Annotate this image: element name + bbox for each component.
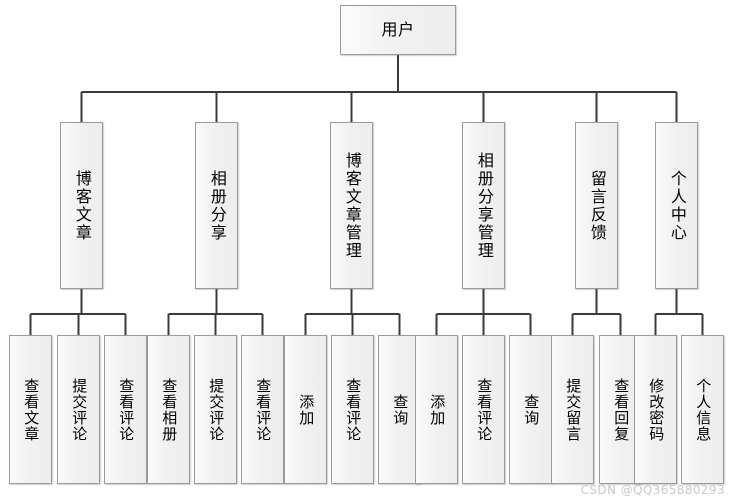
node-personal-center[interactable]: 个人中心 (655, 122, 698, 289)
node-personal-center-label: 个人中心 (667, 169, 687, 242)
leaf-view-album[interactable]: 查看相册 (147, 335, 190, 484)
leaf-add-blog[interactable]: 添加 (284, 335, 327, 484)
node-blog-article-management-label: 博客文章管理 (342, 151, 362, 260)
leaf-view-article[interactable]: 查看文章 (9, 335, 52, 484)
leaf-personal-info[interactable]: 个人信息 (681, 335, 724, 484)
leaf-view-album-label: 查看相册 (160, 377, 179, 442)
csdn-watermark: CSDN @QQ365880293 (580, 483, 725, 497)
node-album-sharing-management-label: 相册分享管理 (474, 151, 494, 260)
leaf-personal-info-label: 个人信息 (694, 377, 713, 442)
leaf-submit-comment-blog[interactable]: 提交评论 (57, 335, 100, 484)
node-blog-articles[interactable]: 博客文章 (60, 122, 103, 289)
leaf-view-comment-blog-mgmt[interactable]: 查看评论 (331, 335, 374, 484)
leaf-submit-comment-album-label: 提交评论 (207, 377, 226, 442)
leaf-submit-comment-blog-label: 提交评论 (70, 377, 89, 442)
leaf-submit-message-label: 提交留言 (564, 377, 583, 442)
leaf-submit-comment-album[interactable]: 提交评论 (194, 335, 237, 484)
leaf-query-album[interactable]: 查询 (509, 335, 552, 484)
leaf-view-comment-album-label: 查看评论 (254, 377, 273, 442)
leaf-view-comment-album[interactable]: 查看评论 (241, 335, 284, 484)
node-blog-articles-label: 博客文章 (72, 169, 92, 242)
leaf-submit-message[interactable]: 提交留言 (551, 335, 594, 484)
leaf-query-album-label: 查询 (522, 393, 541, 426)
leaf-add-album-label: 添加 (428, 393, 447, 426)
leaf-add-album[interactable]: 添加 (415, 335, 458, 484)
leaf-view-comment-album-mgmt[interactable]: 查看评论 (462, 335, 505, 484)
node-message-feedback-label: 留言反馈 (587, 169, 607, 242)
node-blog-article-management[interactable]: 博客文章管理 (330, 122, 373, 289)
leaf-change-password-label: 修改密码 (647, 377, 666, 442)
leaf-view-comment-blog[interactable]: 查看评论 (104, 335, 147, 484)
leaf-view-article-label: 查看文章 (22, 377, 41, 442)
leaf-view-comment-album-mgmt-label: 查看评论 (475, 377, 494, 442)
leaf-add-blog-label: 添加 (297, 393, 316, 426)
node-root-user-label: 用户 (381, 19, 415, 39)
leaf-query-blog-label: 查询 (391, 393, 410, 426)
leaf-change-password[interactable]: 修改密码 (634, 335, 677, 484)
leaf-query-blog[interactable]: 查询 (378, 335, 421, 484)
leaf-view-reply-label: 查看回复 (612, 377, 631, 442)
node-root-user[interactable]: 用户 (340, 5, 456, 55)
leaf-view-comment-blog-label: 查看评论 (117, 377, 136, 442)
node-message-feedback[interactable]: 留言反馈 (575, 122, 618, 289)
node-album-sharing[interactable]: 相册分享 (195, 122, 238, 289)
leaf-view-comment-blog-mgmt-label: 查看评论 (344, 377, 363, 442)
node-album-sharing-management[interactable]: 相册分享管理 (462, 122, 505, 289)
node-album-sharing-label: 相册分享 (207, 169, 227, 242)
